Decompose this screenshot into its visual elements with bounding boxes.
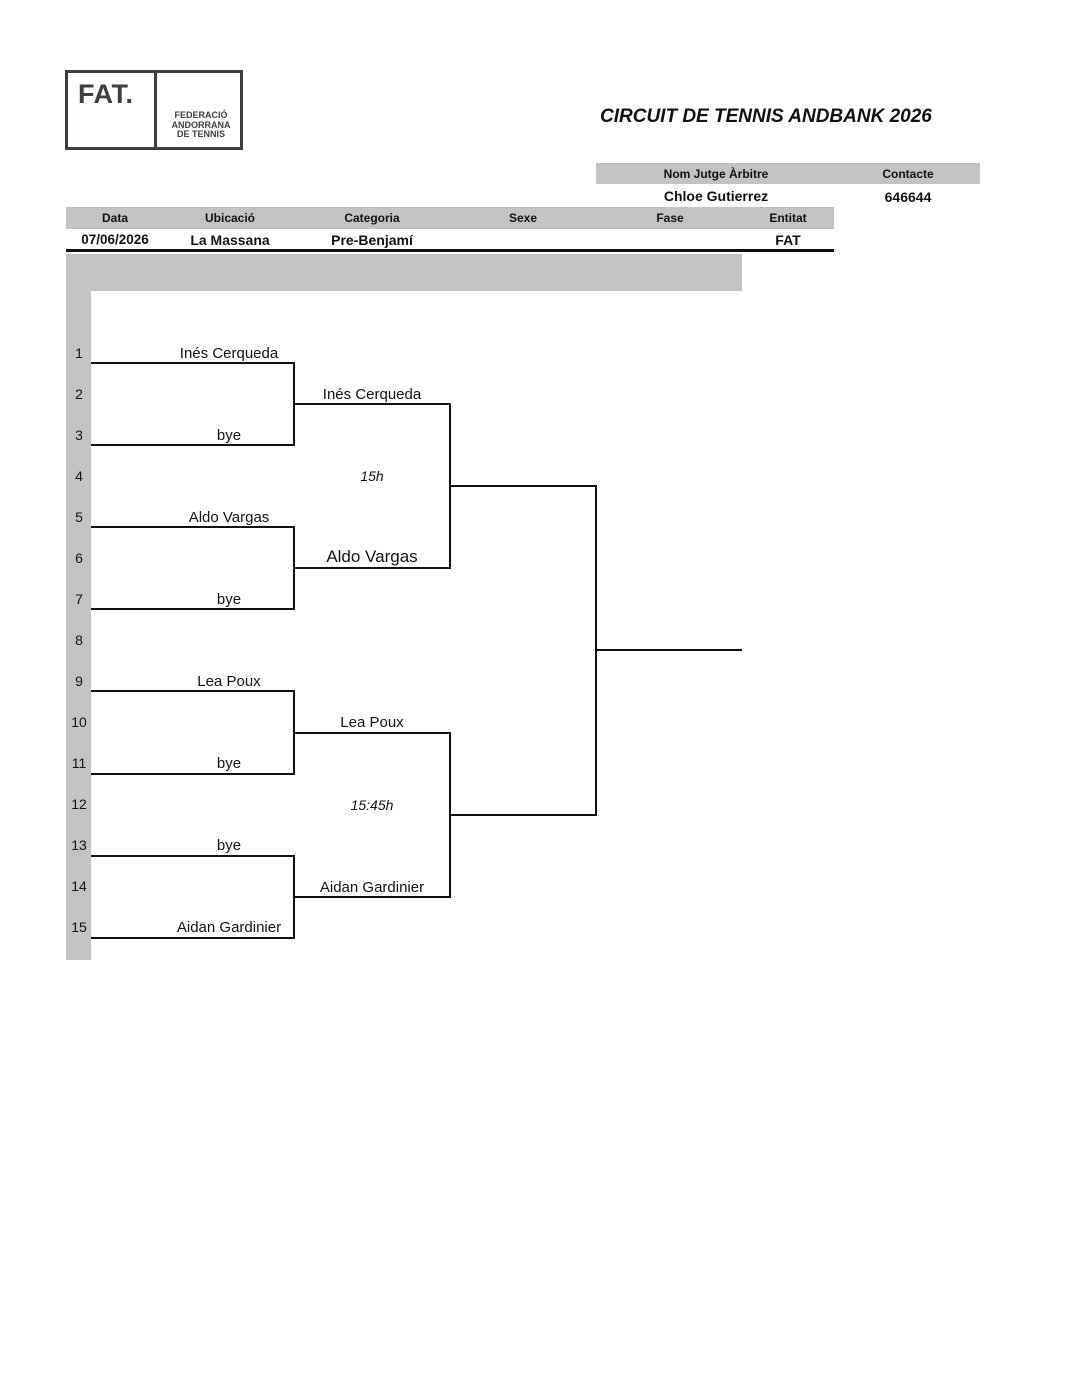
row-number: 10 [71,714,87,730]
row-number: 1 [75,345,83,361]
row-number: 13 [71,837,87,853]
value-data: 07/06/2026 [81,232,149,247]
value-entitat: FAT [775,232,801,248]
referee-header-bar [596,163,980,184]
round1-player: Aidan Gardinier [176,919,282,936]
header-sexe: Sexe [508,211,538,225]
round2-player: Inés Cerqueda [322,386,422,403]
bracket-line [450,485,597,816]
info-header-bar [66,207,834,229]
logo-mark: FAT. [78,79,134,109]
logo-line-1: FEDERACIÓ [174,110,228,120]
row-number: 4 [75,468,83,484]
row-number: 12 [71,796,87,812]
referee-name: Chloe Gutierrez [663,188,769,204]
row-number: 8 [75,632,83,648]
row-number: 9 [75,673,83,689]
header-categoria: Categoria [344,211,400,225]
round2-player: Lea Poux [340,714,404,731]
referee-contact-label: Contacte [882,167,934,181]
info-bottom-rule [66,249,834,252]
round1-player: bye [216,837,242,854]
bracket-line [294,403,451,569]
round1-player: bye [216,427,242,444]
round1-player: Lea Poux [197,673,261,690]
row-number: 7 [75,591,83,607]
round1-player: Aldo Vargas [188,509,270,526]
round2-player: Aldo Vargas [326,547,418,566]
logo-text: FEDERACIÓ ANDORRANA DE TENNIS [160,110,242,140]
row-number: 14 [71,878,87,894]
round1-player: bye [216,755,242,772]
header-data: Data [101,211,128,225]
match-time: 15h [360,468,384,484]
value-categoria: Pre-Benjamí [331,232,413,248]
logo-divider [154,73,157,147]
value-ubicacio: La Massana [190,232,270,248]
page-title: CIRCUIT DE TENNIS ANDBANK 2026 [600,106,932,127]
draw-header-band [66,254,742,291]
round1-player: Inés Cerqueda [179,345,279,362]
draw-row-number-column [66,291,91,960]
fat-logo: FAT. FEDERACIÓ ANDORRANA DE TENNIS [65,70,243,150]
row-number: 11 [71,755,87,771]
logo-line-3: DE TENNIS [176,129,225,139]
round1-player: bye [216,591,242,608]
logo-line-2: ANDORRANA [171,119,231,130]
row-number: 15 [71,919,87,935]
match-time: 15:45h [350,797,394,813]
header-entitat: Entitat [769,211,807,225]
referee-name-label: Nom Jutge Àrbitre [663,167,769,181]
header-ubicacio: Ubicació [204,211,255,225]
row-number: 5 [75,509,83,525]
header-fase: Fase [656,211,684,225]
round2-player: Aidan Gardinier [319,879,425,896]
row-number: 6 [75,550,83,566]
row-number: 2 [75,386,83,402]
row-number: 3 [75,427,83,443]
bracket-line [294,732,451,898]
referee-contact: 646644 [884,189,932,205]
